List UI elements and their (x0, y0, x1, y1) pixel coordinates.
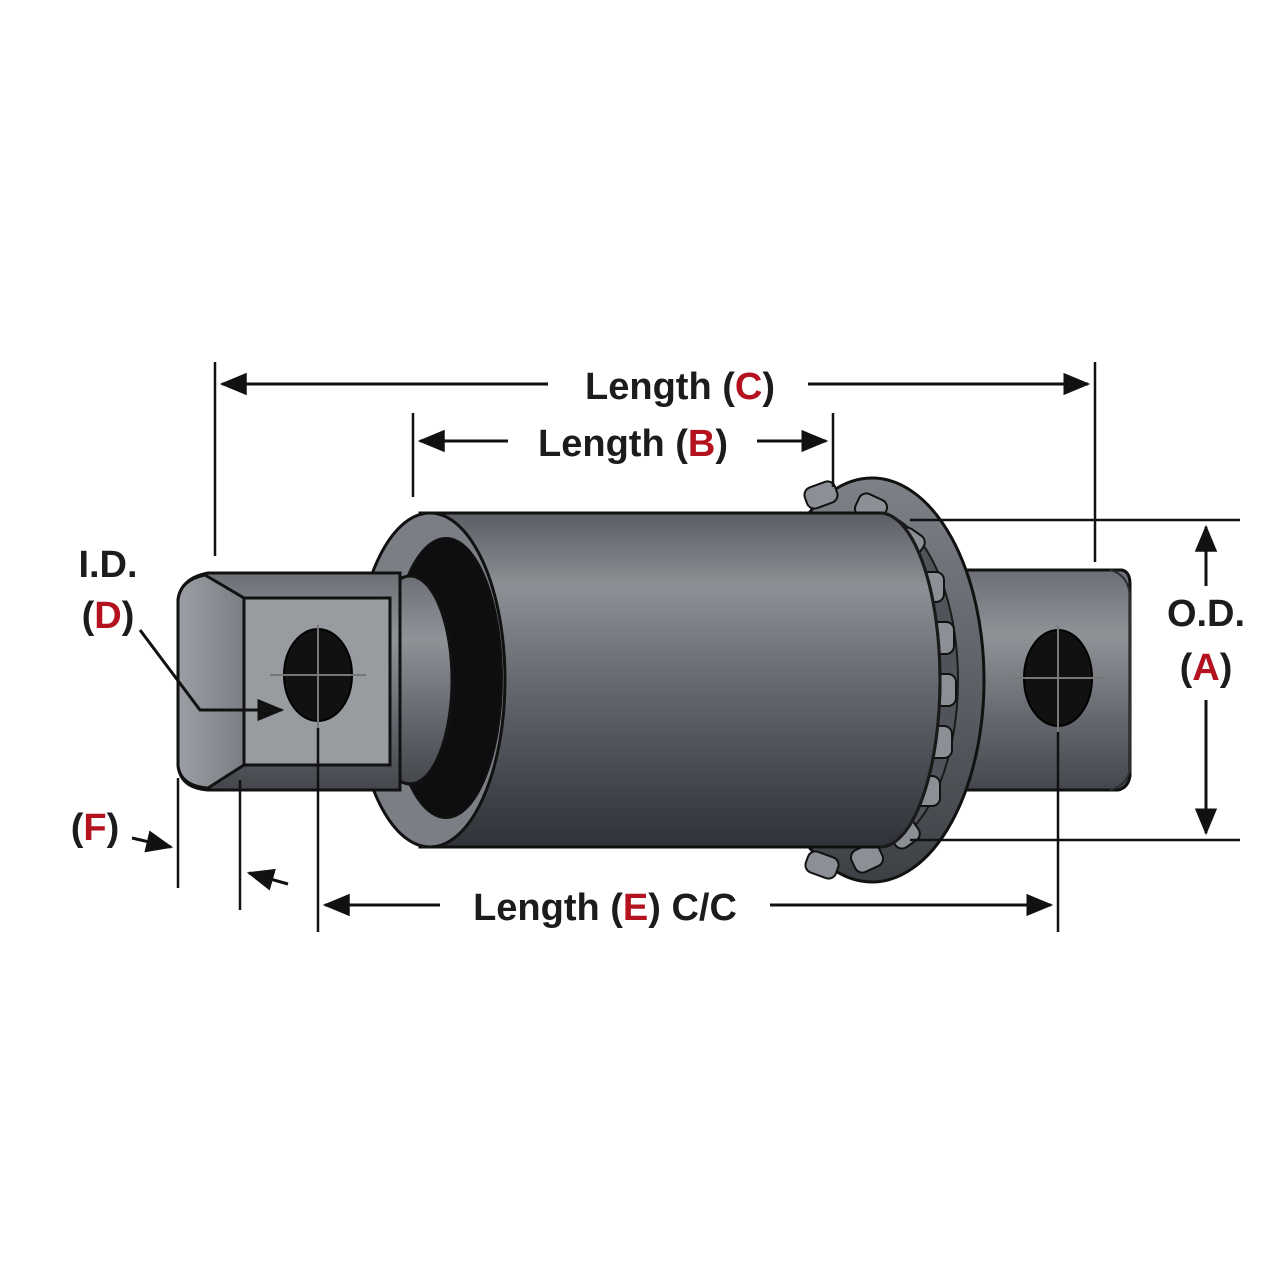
length-c-label: Length (C) (585, 366, 775, 408)
od-key: A (1192, 647, 1219, 689)
length-e-label: Length (E) C/C (473, 887, 737, 929)
id-key-label: (D) (82, 595, 135, 637)
length-c-key: C (735, 366, 762, 408)
bushing-part (176, 476, 1132, 884)
od-key-label: (A) (1180, 647, 1233, 689)
length-e-key: E (623, 887, 648, 929)
length-b-key: B (688, 423, 715, 465)
f-key: F (83, 807, 106, 849)
length-b-label: Length (B) (538, 423, 728, 465)
id-key: D (94, 595, 121, 637)
dimension-lines (131, 362, 1240, 932)
left-shaft-chamfer-face (176, 573, 246, 790)
id-label: I.D. (78, 544, 137, 586)
od-label: O.D. (1167, 593, 1245, 635)
f-label: (F) (71, 807, 120, 849)
